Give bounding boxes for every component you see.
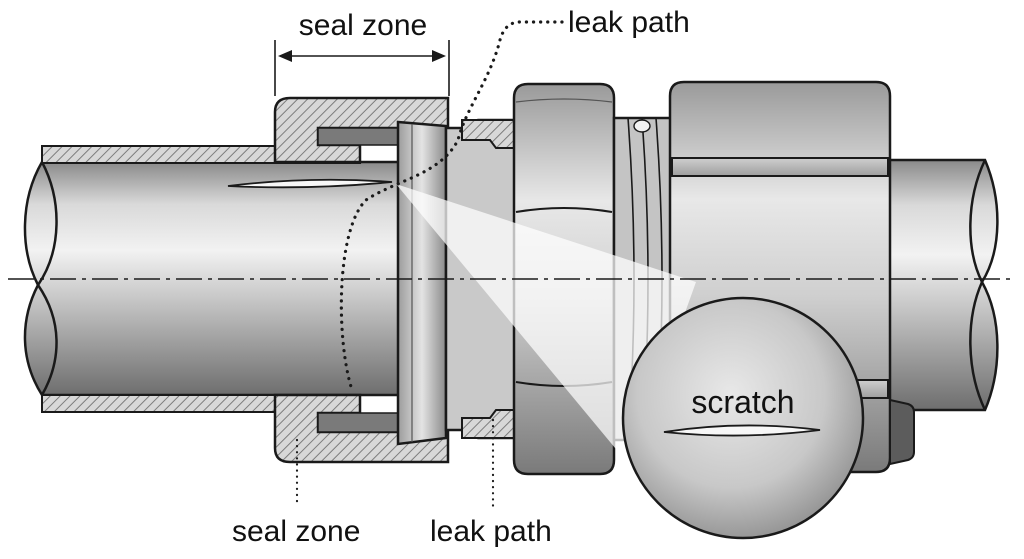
tube-scratch-mark [227,178,393,189]
nut-section [41,96,450,464]
leak-path-curve [339,20,564,392]
scratch-label: scratch [691,384,794,420]
tube-left [23,160,412,397]
magnifier-beam [396,184,696,466]
leak-path-label-bottom: leak path [430,515,552,548]
seal-zone-label-bottom: seal zone [232,515,360,548]
seal-zone-dimension [274,40,450,96]
magnified-scratch [663,424,821,437]
leak-path-label-top: leak path [568,6,690,39]
ferrule [396,120,448,446]
magnifier-lens: scratch [621,296,865,540]
tube-right [878,158,999,412]
seal-zone-label-top: seal zone [299,9,427,42]
